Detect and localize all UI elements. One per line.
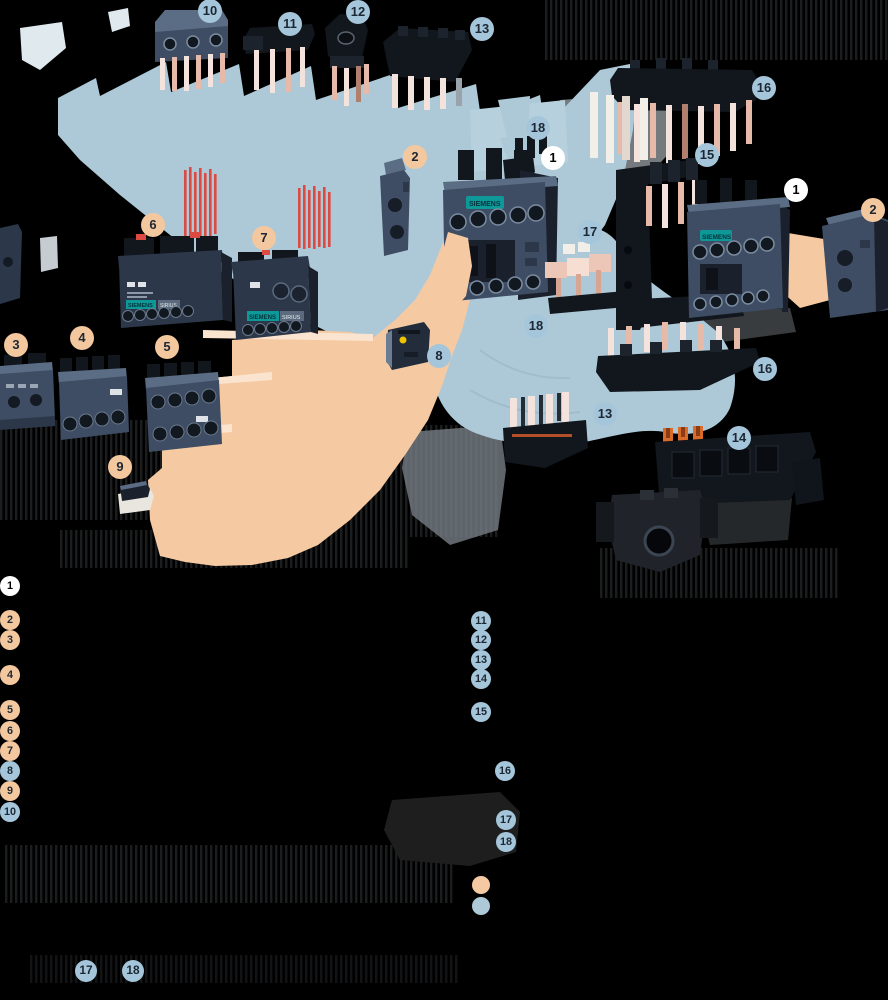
component-bracket-12 — [325, 14, 369, 106]
component-aux-block-4 — [58, 355, 129, 440]
component-terminal-14 — [655, 426, 824, 505]
legend-badge-1: 1 — [0, 576, 20, 596]
sirius-label-module6: SIRIUS — [160, 303, 177, 309]
sirius-label-module7: SIRIUS — [282, 315, 301, 321]
component-feeder-13-mid — [503, 392, 588, 468]
diagram-badge-13: 13 — [593, 402, 617, 426]
legend-badge-7: 7 — [0, 741, 20, 761]
diagram-badge-2: 2 — [861, 198, 885, 222]
component-busbar-16-top — [610, 58, 760, 165]
component-terminal-block-10 — [155, 10, 228, 91]
siemens-logo-module7: SIEMENS — [249, 315, 276, 321]
legend-badge-13: 13 — [471, 650, 491, 670]
component-busbar-16-mid — [596, 322, 760, 392]
diagram-badge-16: 16 — [752, 76, 776, 100]
diagram-badge-1: 1 — [784, 178, 808, 202]
siemens-logo-right: SIEMENS — [702, 234, 732, 241]
diagram-badge-2: 2 — [403, 145, 427, 169]
blue-swatch-dot — [472, 897, 490, 915]
peach-swatch-dot — [472, 876, 490, 894]
legend-badge-5: 5 — [0, 700, 20, 720]
legend-badge-17: 17 — [496, 810, 516, 830]
legend-badge-4: 4 — [0, 665, 20, 685]
component-contactor-right: SIEMENS — [687, 178, 790, 318]
legend-badge-3: 3 — [0, 630, 20, 650]
component-aux-block-5 — [145, 361, 222, 452]
siemens-logo-module6: SIEMENS — [128, 303, 153, 309]
component-function-module-7: SIEMENS SIRIUS — [231, 250, 318, 340]
diagram-badge-8: 8 — [427, 344, 451, 368]
legend-badge-14: 14 — [471, 669, 491, 689]
diagram-badge-6: 6 — [141, 213, 165, 237]
pale-flow-chips — [20, 8, 130, 70]
diagram-badge-18: 18 — [526, 116, 550, 140]
legend-badge-18: 18 — [496, 832, 516, 852]
legend-badge-10: 10 — [0, 802, 20, 822]
diagram-badge-11: 11 — [278, 12, 302, 36]
diagram-badge-9: 9 — [108, 455, 132, 479]
diagram-badge-17: 17 — [578, 220, 602, 244]
component-cover-13 — [383, 26, 472, 110]
footnote-badge-18: 18 — [122, 960, 144, 982]
legend-badge-8: 8 — [0, 761, 20, 781]
component-aux-block-3 — [0, 353, 55, 430]
component-accessory-2-left — [380, 158, 410, 256]
red-wire-bundles — [184, 167, 331, 249]
pointing-finger — [440, 232, 472, 312]
white-pin-group — [590, 92, 648, 163]
component-coding-pin-9 — [118, 481, 154, 514]
legend-badge-15: 15 — [471, 702, 491, 722]
component-ring-part — [596, 488, 718, 572]
diagram-badge-15: 15 — [695, 143, 719, 167]
component-partial-left-edge — [0, 224, 22, 304]
component-accessory-2-right — [822, 208, 888, 318]
diagram-badge-1: 1 — [541, 146, 565, 170]
legend-badge-16: 16 — [495, 761, 515, 781]
diagram-badge-4: 4 — [70, 326, 94, 350]
siemens-logo-center: SIEMENS — [469, 201, 501, 208]
footnote-badge-17: 17 — [75, 960, 97, 982]
diagram-badge-3: 3 — [4, 333, 28, 357]
diagram-badge-5: 5 — [155, 335, 179, 359]
diagram-badge-18: 18 — [524, 314, 548, 338]
legend-badge-2: 2 — [0, 610, 20, 630]
legend-badge-6: 6 — [0, 721, 20, 741]
legend-badge-9: 9 — [0, 781, 20, 801]
component-function-module-6: SIEMENS SIRIUS — [118, 232, 232, 328]
component-module-8 — [386, 322, 430, 370]
component-coupling-17 — [545, 242, 638, 314]
diagram-badge-13: 13 — [470, 17, 494, 41]
diagram-badge-16: 16 — [753, 357, 777, 381]
diagram-badge-10: 10 — [198, 0, 222, 23]
legend-badge-12: 12 — [471, 630, 491, 650]
diagram-badge-7: 7 — [252, 226, 276, 250]
diagram-badge-14: 14 — [727, 426, 751, 450]
legend-badge-11: 11 — [471, 611, 491, 631]
gray-rail-chip — [40, 236, 58, 272]
diagram-badge-12: 12 — [346, 0, 370, 24]
